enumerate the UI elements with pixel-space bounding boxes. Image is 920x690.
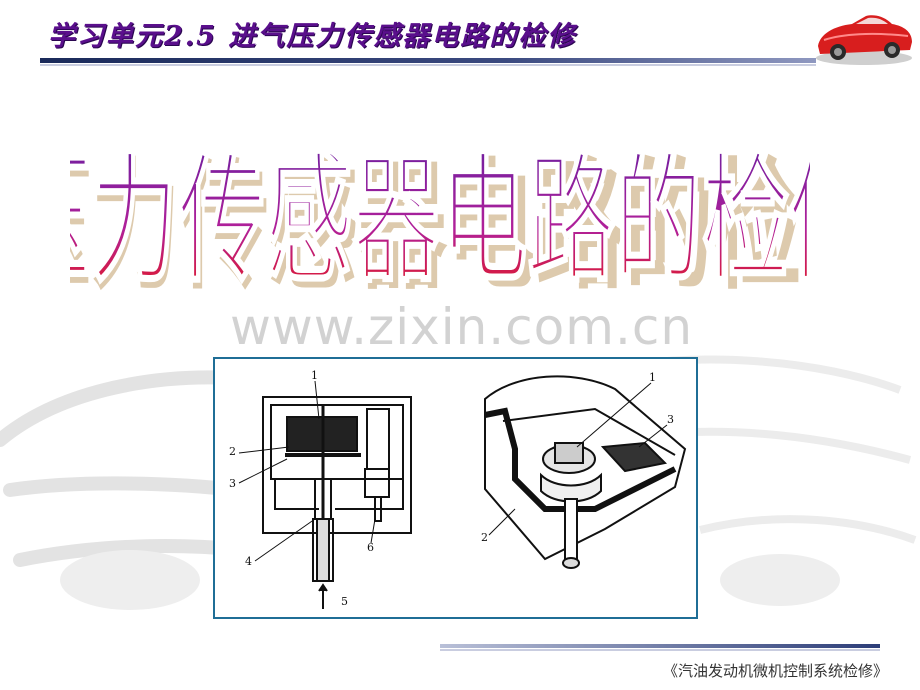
right-diagram-labels: 1 2 3: [481, 371, 674, 544]
footer-rule-thin: [440, 649, 880, 651]
sensor-3d-diagram: [484, 375, 687, 569]
wordart-shadow: 压力传感器电路的检修: [70, 145, 810, 309]
label-r2: 2: [481, 531, 488, 544]
label-1: 1: [311, 369, 318, 382]
label-6: 6: [367, 541, 374, 554]
footer-rule: [440, 644, 880, 648]
label-r3: 3: [667, 413, 674, 426]
wordart-text: 压力传感器电路的检修: [70, 137, 810, 302]
wordart-heading: 压力传感器电路的检修 压力传感器电路的检修: [70, 136, 810, 309]
cross-section-diagram: [262, 396, 412, 609]
label-2: 2: [229, 445, 236, 458]
left-diagram-labels: 1 2 3 4 5 6: [229, 369, 374, 608]
sensor-figure: 1 2 3 4 5 6 1 2 3: [213, 357, 698, 619]
page-title: 学习单元2.5 进气压力传感器电路的检修: [48, 21, 577, 52]
sensor-diagrams: 1 2 3 4 5 6 1 2 3: [229, 369, 687, 609]
label-3: 3: [229, 477, 236, 490]
title-underline-thin: [40, 64, 816, 66]
right-leader-lines: [488, 382, 668, 536]
red-car-icon: [816, 15, 912, 65]
watermark: www.zixin.com.cn: [230, 298, 694, 356]
footer-course-title: 《汽油发动机微机控制系统检修》: [662, 662, 888, 680]
title-underline: [40, 58, 816, 63]
label-r1: 1: [649, 371, 656, 384]
label-5: 5: [341, 595, 348, 608]
left-leader-lines: [238, 380, 376, 562]
label-4: 4: [245, 555, 252, 568]
